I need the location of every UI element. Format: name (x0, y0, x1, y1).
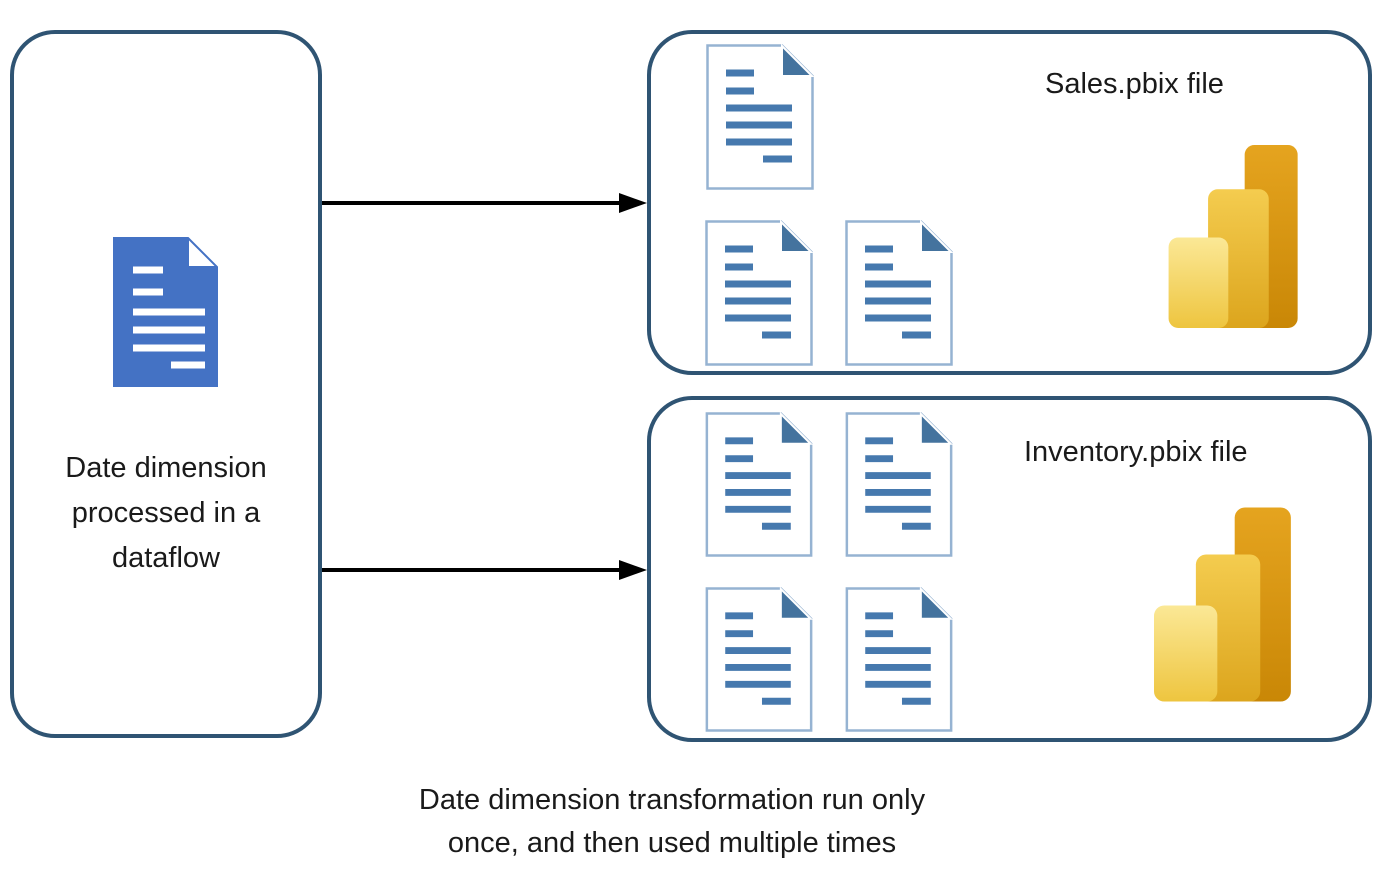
inventory-panel-title: Inventory.pbix file (1024, 436, 1248, 468)
sales-panel-title: Sales.pbix file (1045, 68, 1224, 100)
document-icon (845, 412, 953, 557)
arrow-to-inventory-icon (322, 560, 647, 580)
power-bi-icon (1154, 507, 1297, 702)
caption-line: once, and then used multiple times (447, 827, 897, 859)
diagram-caption: Date dimension transformation run only o… (92, 779, 1252, 865)
power-bi-icon (1167, 145, 1305, 328)
document-icon (845, 587, 953, 732)
document-icon (706, 44, 814, 190)
dataflow-source-label: Date dimension processed in a dataflow (30, 446, 302, 581)
document-icon (705, 220, 813, 366)
document-icon (705, 412, 813, 557)
caption-line: Date dimension transformation run only (418, 784, 926, 816)
document-icon (845, 220, 953, 366)
document-icon (705, 587, 813, 732)
dataflow-document-icon (113, 237, 218, 387)
source-label-line: processed in a (71, 497, 261, 529)
arrow-to-sales-icon (322, 193, 647, 213)
source-label-line: Date dimension (65, 452, 267, 484)
source-label-line: dataflow (111, 542, 220, 574)
